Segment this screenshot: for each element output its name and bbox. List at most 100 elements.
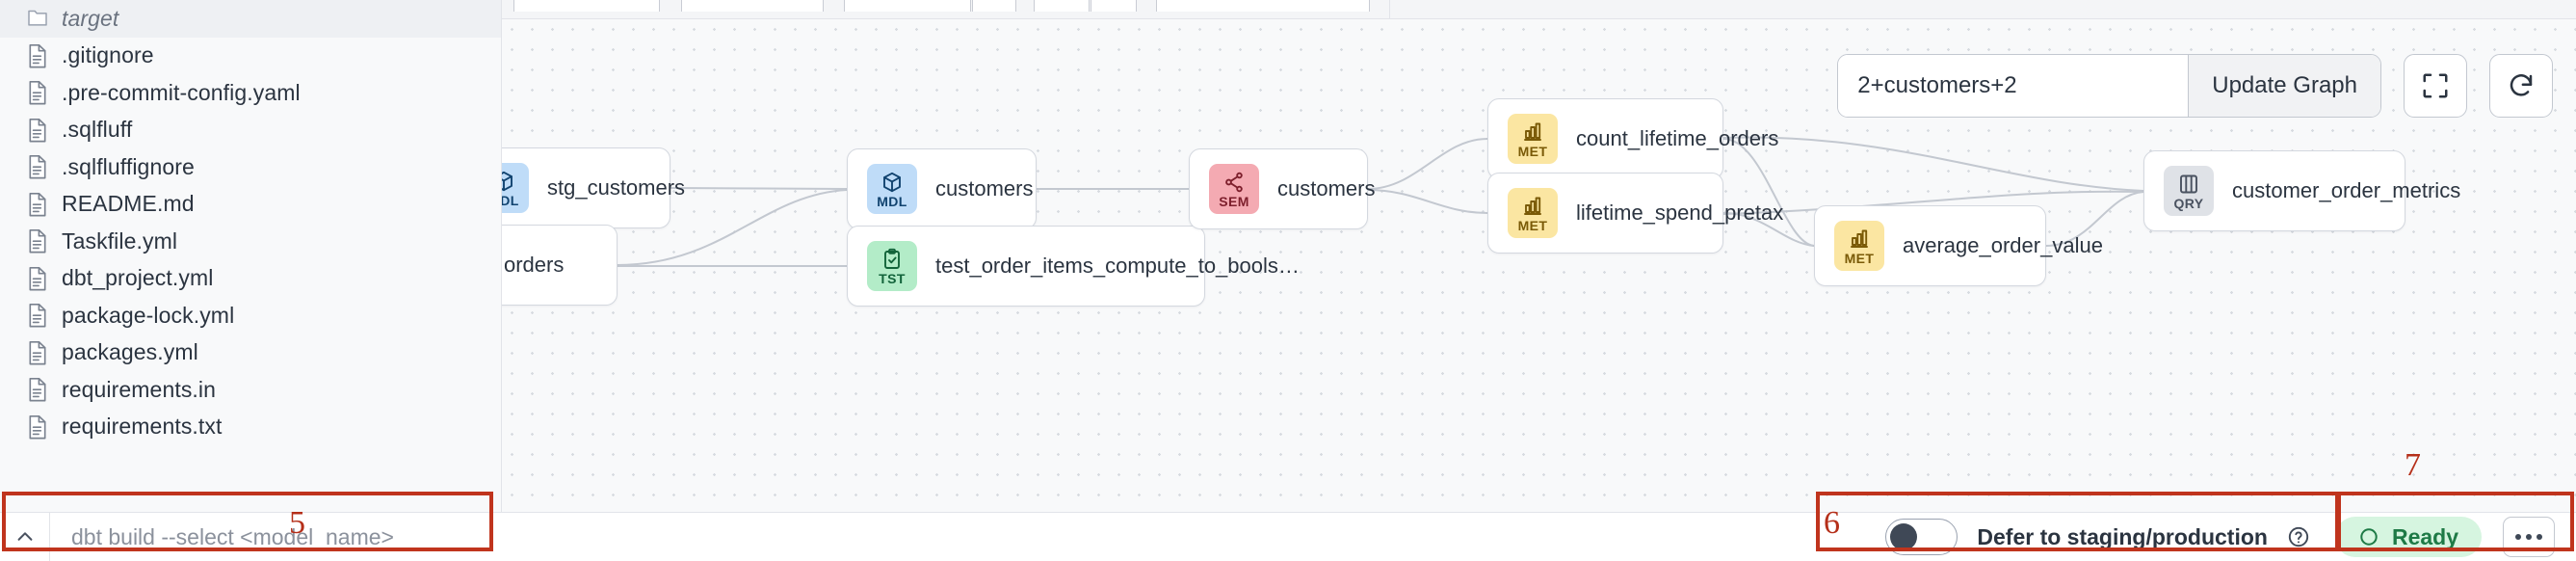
file-name-label: .sqlfluffignore [62, 153, 195, 179]
node-type-abbr: MDL [877, 193, 907, 209]
node-type-badge: MDL [502, 163, 529, 213]
ellipsis-icon [2526, 534, 2532, 540]
node-type-badge: MET [1834, 221, 1884, 271]
node-label: average_order_value [1903, 233, 2103, 257]
refresh-icon [2510, 74, 2533, 96]
editor-tab[interactable] [513, 0, 660, 12]
folder-icon [27, 6, 48, 31]
editor-tab[interactable] [681, 0, 824, 12]
file-list-item[interactable]: target [0, 0, 501, 38]
file-name-label: .gitignore [62, 42, 154, 68]
lineage-node[interactable]: TST test_order_items_compute_to_bools… [847, 226, 1300, 307]
file-list-item[interactable]: requirements.txt [0, 409, 501, 446]
update-graph-button[interactable]: Update Graph [2188, 55, 2380, 117]
file-list-item[interactable]: .sqlfluff [0, 112, 501, 149]
node-label: stg_customers [547, 175, 686, 200]
lineage-node[interactable]: MET average_order_value [1814, 205, 2103, 286]
help-circle-icon[interactable] [2287, 525, 2310, 548]
file-icon [27, 43, 48, 68]
file-name-label: .sqlfluff [62, 117, 133, 143]
overflow-menu-button[interactable] [2503, 517, 2555, 557]
lineage-node[interactable]: MDL customers [847, 148, 1037, 229]
file-list-item[interactable]: .sqlfluffignore [0, 148, 501, 186]
ellipsis-icon [2537, 534, 2542, 540]
lineage-node[interactable]: MDL stg_customers [502, 147, 685, 228]
node-label: test_order_items_compute_to_bools… [935, 254, 1300, 278]
node-type-abbr: TST [879, 270, 906, 286]
node-label: customer_order_metrics [2232, 178, 2461, 202]
editor-tab[interactable] [844, 0, 971, 12]
defer-toggle[interactable] [1885, 519, 1958, 555]
file-name-label: README.md [62, 191, 195, 217]
file-name-label: requirements.in [62, 376, 217, 402]
file-list-item[interactable]: packages.yml [0, 334, 501, 372]
file-name-label: package-lock.yml [62, 302, 235, 328]
node-label: customers [935, 176, 1034, 200]
file-list: target .gitignore .pre-commit-config.yam… [0, 0, 501, 445]
file-icon [27, 80, 48, 105]
node-type-abbr: MET [1844, 250, 1875, 266]
node-type-badge: QRY [2164, 166, 2214, 216]
file-name-label: target [62, 5, 119, 31]
chevron-up-icon [17, 532, 32, 541]
fullscreen-button[interactable] [2404, 54, 2467, 118]
lineage-node[interactable]: MET lifetime_spend_pretax [1487, 173, 1783, 254]
file-list-item[interactable]: dbt_project.yml [0, 260, 501, 298]
graph-selector-input[interactable] [1838, 55, 2189, 117]
defer-label: Defer to staging/production [1977, 523, 2268, 549]
file-icon [27, 192, 48, 217]
editor-tab[interactable] [1034, 0, 1090, 12]
status-badge-label: Ready [2391, 523, 2458, 549]
node-label: lifetime_spend_pretax [1576, 200, 1784, 225]
file-icon [27, 414, 48, 440]
defer-toggle-knob [1890, 522, 1918, 550]
node-type-badge: TST [867, 241, 917, 291]
node-type-abbr: SEM [1219, 193, 1249, 209]
status-badge[interactable]: Ready [2334, 517, 2482, 557]
graph-selector-group: Update Graph [1837, 54, 2381, 118]
editor-tab-strip [502, 0, 2576, 19]
file-list-item[interactable]: Taskfile.yml [0, 223, 501, 260]
file-explorer[interactable]: target .gitignore .pre-commit-config.yam… [0, 0, 502, 512]
clipboard-icon [881, 248, 904, 271]
file-list-item[interactable]: .pre-commit-config.yaml [0, 74, 501, 112]
editor-tab[interactable] [972, 0, 1016, 12]
node-label: count_lifetime_orders [1576, 126, 1779, 150]
file-name-label: requirements.txt [62, 414, 223, 440]
lineage-node[interactable]: MDLorders [502, 225, 618, 306]
ellipsis-icon [2515, 534, 2521, 540]
refresh-button[interactable] [2489, 54, 2553, 118]
node-type-abbr: MDL [502, 192, 519, 208]
node-type-badge: SEM [1209, 164, 1259, 214]
semantic-icon [1222, 171, 1246, 194]
editor-tab-active[interactable] [1156, 0, 1370, 12]
node-type-badge: MET [1508, 188, 1558, 238]
file-name-label: packages.yml [62, 339, 198, 365]
file-name-label: dbt_project.yml [62, 265, 214, 291]
node-type-badge: MDL [867, 164, 917, 214]
lineage-node[interactable]: QRY customer_order_metrics [2143, 150, 2460, 231]
cube-icon [881, 171, 904, 194]
node-type-abbr: MET [1517, 217, 1548, 233]
file-name-label: .pre-commit-config.yaml [62, 79, 301, 105]
cube-icon [502, 170, 515, 193]
editor-tab[interactable] [1091, 0, 1137, 12]
node-label: orders [504, 253, 565, 277]
file-icon [27, 340, 48, 365]
lineage-graph-canvas[interactable]: MDLstg_customers MDLorders MDLcustomers … [502, 19, 2576, 512]
circle-icon [2360, 528, 2378, 546]
file-list-item[interactable]: package-lock.yml [0, 297, 501, 334]
bars-icon [1521, 195, 1544, 218]
file-list-item[interactable]: .gitignore [0, 38, 501, 75]
file-icon [27, 154, 48, 179]
bars-icon [1521, 120, 1544, 144]
file-list-item[interactable]: README.md [0, 186, 501, 224]
command-expand-button[interactable] [0, 512, 50, 561]
file-list-item[interactable]: requirements.in [0, 371, 501, 409]
file-name-label: Taskfile.yml [62, 227, 178, 254]
command-input[interactable] [50, 512, 609, 561]
fullscreen-icon [2423, 73, 2448, 98]
